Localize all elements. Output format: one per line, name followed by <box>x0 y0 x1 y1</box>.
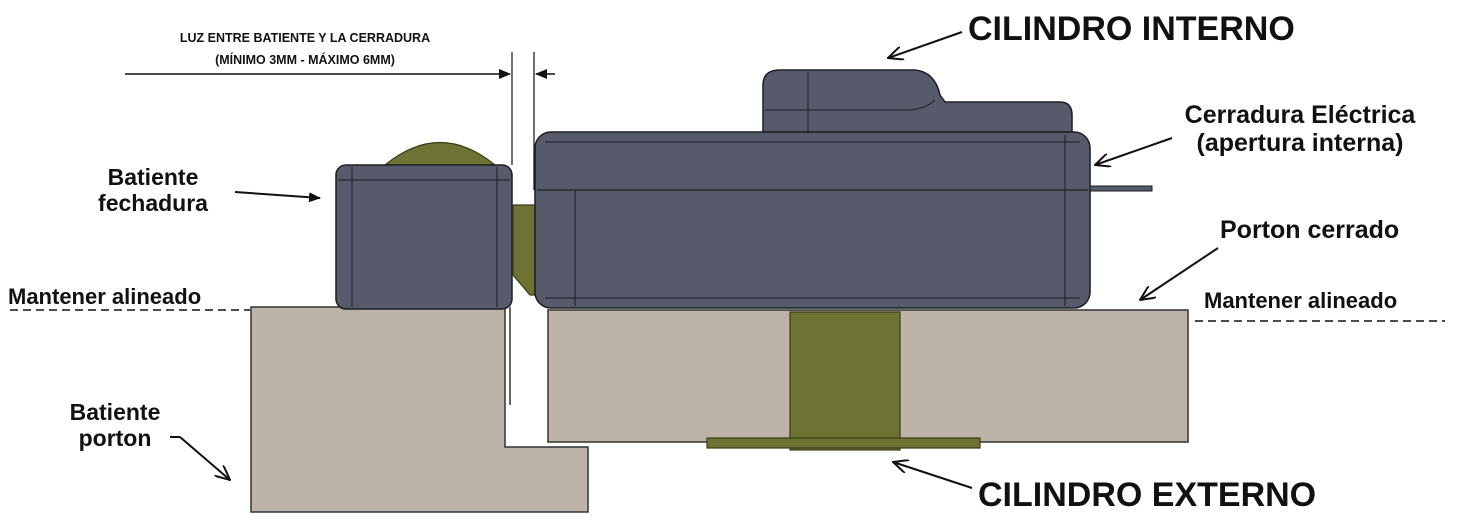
callout-mantener-left: Mantener alineado <box>8 284 250 311</box>
cerradura-electrica-part <box>534 69 1153 309</box>
batiente-fechadura-part <box>335 141 513 310</box>
gap-label-line2: (MÍNIMO 3MM - MÁXIMO 6MM) <box>215 52 395 67</box>
callout-cilindro-interno: CILINDRO INTERNO <box>888 10 1295 58</box>
mantener-left-label: Mantener alineado <box>8 284 201 309</box>
lock-side-pin <box>1089 185 1153 192</box>
callout-batiente-porton: Batiente porton <box>70 399 230 480</box>
callout-batiente-fechadura: Batiente fechadura <box>98 164 321 216</box>
cerradura-label-line1: Cerradura Eléctrica <box>1185 101 1417 129</box>
batiente-porton-arrow <box>179 436 230 480</box>
batiente-fech-line1: Batiente <box>108 164 199 190</box>
mantener-right-label: Mantener alineado <box>1204 288 1397 313</box>
lock-body <box>534 131 1091 309</box>
porton-cerrado-label: Porton cerrado <box>1220 216 1399 244</box>
cylinder-shaft <box>789 311 901 451</box>
cerradura-label-line2: (apertura interna) <box>1197 129 1404 157</box>
callout-mantener-right: Mantener alineado <box>1195 288 1445 322</box>
gap-dimension: LUZ ENTRE BATIENTE Y LA CERRADURA (MÍNIM… <box>125 31 555 190</box>
porton-cerrado-arrow <box>1140 247 1219 300</box>
batiente-porton-shape <box>250 306 589 513</box>
strike-body <box>335 164 513 310</box>
batiente-porton-line2: porton <box>79 425 152 451</box>
strike-roller <box>383 141 497 166</box>
callout-porton-cerrado: Porton cerrado <box>1140 216 1399 300</box>
batiente-porton-line1: Batiente <box>70 399 161 425</box>
cilindro-externo-label: CILINDRO EXTERNO <box>978 476 1316 514</box>
cilindro-interno-arrow <box>888 31 963 58</box>
callout-cilindro-externo: CILINDRO EXTERNO <box>893 462 1316 514</box>
batiente-fech-line2: fechadura <box>98 190 208 216</box>
cilindro-externo-part <box>706 311 981 451</box>
batiente-fech-arrow <box>234 191 321 203</box>
cylinder-plate <box>706 437 981 449</box>
cilindro-interno-label: CILINDRO INTERNO <box>968 10 1295 48</box>
knob-contour <box>765 99 936 111</box>
cerradura-arrow <box>1095 137 1173 165</box>
cilindro-interno-knob <box>762 69 1073 134</box>
gap-label-line1: LUZ ENTRE BATIENTE Y LA CERRADURA <box>180 31 430 45</box>
cilindro-externo-arrow <box>893 462 973 489</box>
callout-cerradura: Cerradura Eléctrica (apertura interna) <box>1095 101 1416 165</box>
